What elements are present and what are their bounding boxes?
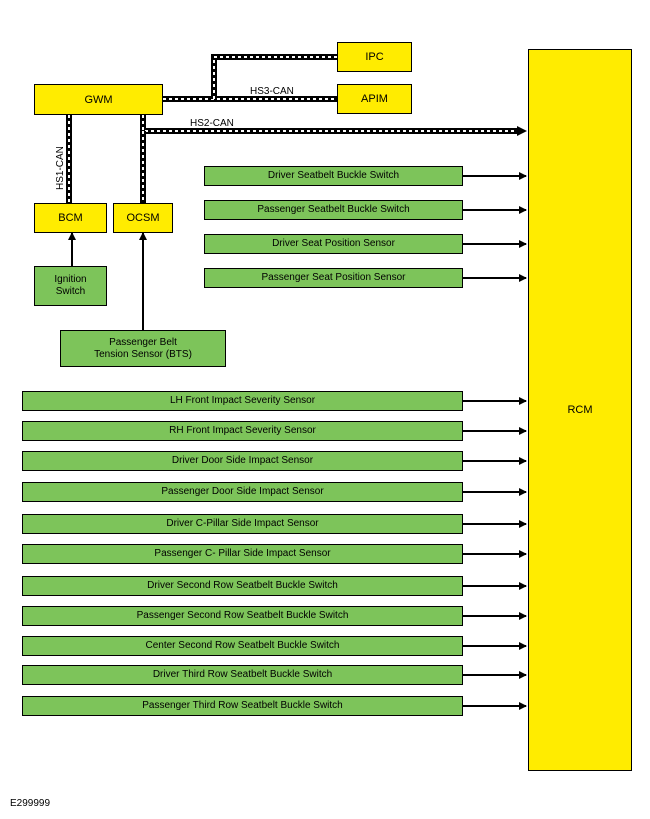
sensor-passenger-door-side-impact-sensor: Passenger Door Side Impact Sensor <box>22 482 463 502</box>
hs1-can-label: HS1-CAN <box>55 146 66 190</box>
hs2-can-label: HS2-CAN <box>190 118 234 129</box>
sensor-driver-third-row-seatbelt-buckle-switch: Driver Third Row Seatbelt Buckle Switch <box>22 665 463 685</box>
hs2-can-bus <box>140 115 527 203</box>
ipc-module[interactable]: IPC <box>337 42 412 72</box>
sensor-driver-seatbelt-buckle-switch: Driver Seatbelt Buckle Switch <box>204 166 463 186</box>
figure-id: E299999 <box>10 798 51 809</box>
bcm-module[interactable]: BCM <box>34 203 107 233</box>
sensor-driver-door-side-impact-sensor: Driver Door Side Impact Sensor <box>22 451 463 471</box>
sensor-passenger-seatbelt-buckle-switch: Passenger Seatbelt Buckle Switch <box>204 200 463 220</box>
sensor-lh-front-impact-severity-sensor: LH Front Impact Severity Sensor <box>22 391 463 411</box>
sensor-center-second-row-seatbelt-buckle-switch: Center Second Row Seatbelt Buckle Switch <box>22 636 463 656</box>
sensor-rh-front-impact-severity-sensor: RH Front Impact Severity Sensor <box>22 421 463 441</box>
hs3-can-bus <box>163 54 337 102</box>
sensor-arrows <box>463 172 527 710</box>
ocsm-module[interactable]: OCSM <box>113 203 173 233</box>
rcm-module[interactable]: RCM <box>528 49 632 771</box>
hs3-can-label: HS3-CAN <box>250 86 294 97</box>
sensor-driver-seat-position-sensor: Driver Seat Position Sensor <box>204 234 463 254</box>
ignition-switch: Ignition Switch <box>34 266 107 306</box>
sensor-driver-second-row-seatbelt-buckle-switch: Driver Second Row Seatbelt Buckle Switch <box>22 576 463 596</box>
sensor-passenger-second-row-seatbelt-buckle-switch: Passenger Second Row Seatbelt Buckle Swi… <box>22 606 463 626</box>
passenger-belt-tension-sensor: Passenger Belt Tension Sensor (BTS) <box>60 330 226 367</box>
gwm-module[interactable]: GWM <box>34 84 163 115</box>
sensor-passenger-seat-position-sensor: Passenger Seat Position Sensor <box>204 268 463 288</box>
sensor-driver-c-pillar-side-impact-sensor: Driver C-Pillar Side Impact Sensor <box>22 514 463 534</box>
apim-module[interactable]: APIM <box>337 84 412 114</box>
sensor-passenger-third-row-seatbelt-buckle-switch: Passenger Third Row Seatbelt Buckle Swit… <box>22 696 463 716</box>
sensor-passenger-c-pillar-side-impact-sensor: Passenger C- Pillar Side Impact Sensor <box>22 544 463 564</box>
